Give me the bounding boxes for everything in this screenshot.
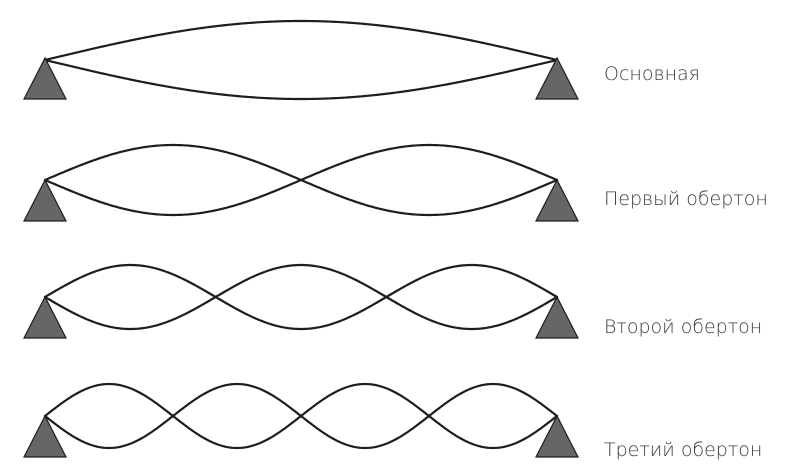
support-fundamental-left	[23, 56, 67, 100]
support-second-overtone-right	[535, 295, 579, 339]
mode-row-fundamental: Основная	[23, 19, 700, 101]
mode-row-second-overtone: Второй обертон	[23, 263, 762, 339]
support-first-overtone-right	[535, 178, 579, 222]
mode-label-first-overtone: Первый обертон	[604, 188, 768, 210]
mode-label-fundamental: Основная	[604, 63, 700, 85]
mode-row-third-overtone: Третий обертон	[23, 382, 762, 461]
support-first-overtone-left	[23, 178, 67, 222]
string-fundamental-lower	[43, 58, 559, 101]
support-fundamental-right	[535, 56, 579, 100]
mode-row-first-overtone: Первый обертон	[23, 143, 768, 222]
string-third-overtone-upper	[43, 382, 559, 450]
support-second-overtone-left	[23, 295, 67, 339]
string-first-overtone-upper	[43, 143, 559, 217]
mode-label-third-overtone: Третий обертон	[604, 439, 762, 461]
support-third-overtone-left	[23, 414, 67, 458]
mode-label-second-overtone: Второй обертон	[604, 316, 762, 338]
string-second-overtone-lower	[43, 263, 559, 331]
string-second-overtone-upper	[43, 263, 559, 331]
string-fundamental-upper	[43, 19, 559, 62]
support-third-overtone-right	[535, 414, 579, 458]
